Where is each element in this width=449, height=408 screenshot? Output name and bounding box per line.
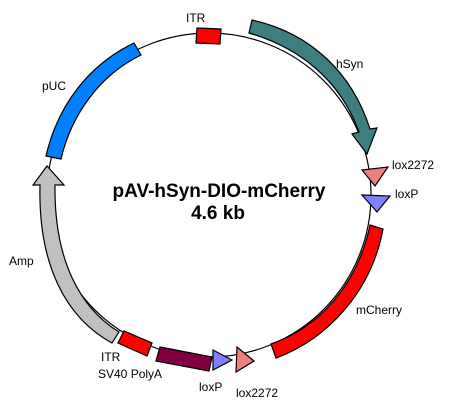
itr-bottom-feature[interactable] <box>117 330 153 357</box>
loxp-right-label: loxP <box>395 187 418 201</box>
lox2272-bottom-label: lox2272 <box>236 386 278 400</box>
itr-bottom-label: ITR <box>101 350 121 364</box>
sv40-label: SV40 PolyA <box>98 367 162 381</box>
hsyn-label: hSyn <box>336 57 363 71</box>
puc-feature[interactable] <box>45 42 142 160</box>
loxp-bottom-feature[interactable] <box>212 349 234 371</box>
amp-feature[interactable] <box>31 165 120 344</box>
itr-top-label: ITR <box>186 11 206 25</box>
amp-label: Amp <box>9 254 34 268</box>
lox2272-right-label: lox2272 <box>392 158 434 172</box>
mcherry-label: mCherry <box>356 303 402 317</box>
loxp-bottom-label: loxP <box>199 380 222 394</box>
hsyn-feature[interactable] <box>248 19 378 156</box>
plasmid-size: 4.6 kb <box>191 203 245 224</box>
lox2272-bottom-feature[interactable] <box>235 345 256 374</box>
lox2272-right-feature[interactable] <box>360 166 390 188</box>
sv40-feature[interactable] <box>155 346 213 372</box>
plasmid-name: pAV-hSyn-DIO-mCherry <box>113 181 326 202</box>
puc-label: pUC <box>42 79 66 93</box>
loxp-right-feature[interactable] <box>360 194 392 213</box>
itr-top-feature[interactable] <box>195 27 222 45</box>
mcherry-feature[interactable] <box>270 224 384 359</box>
